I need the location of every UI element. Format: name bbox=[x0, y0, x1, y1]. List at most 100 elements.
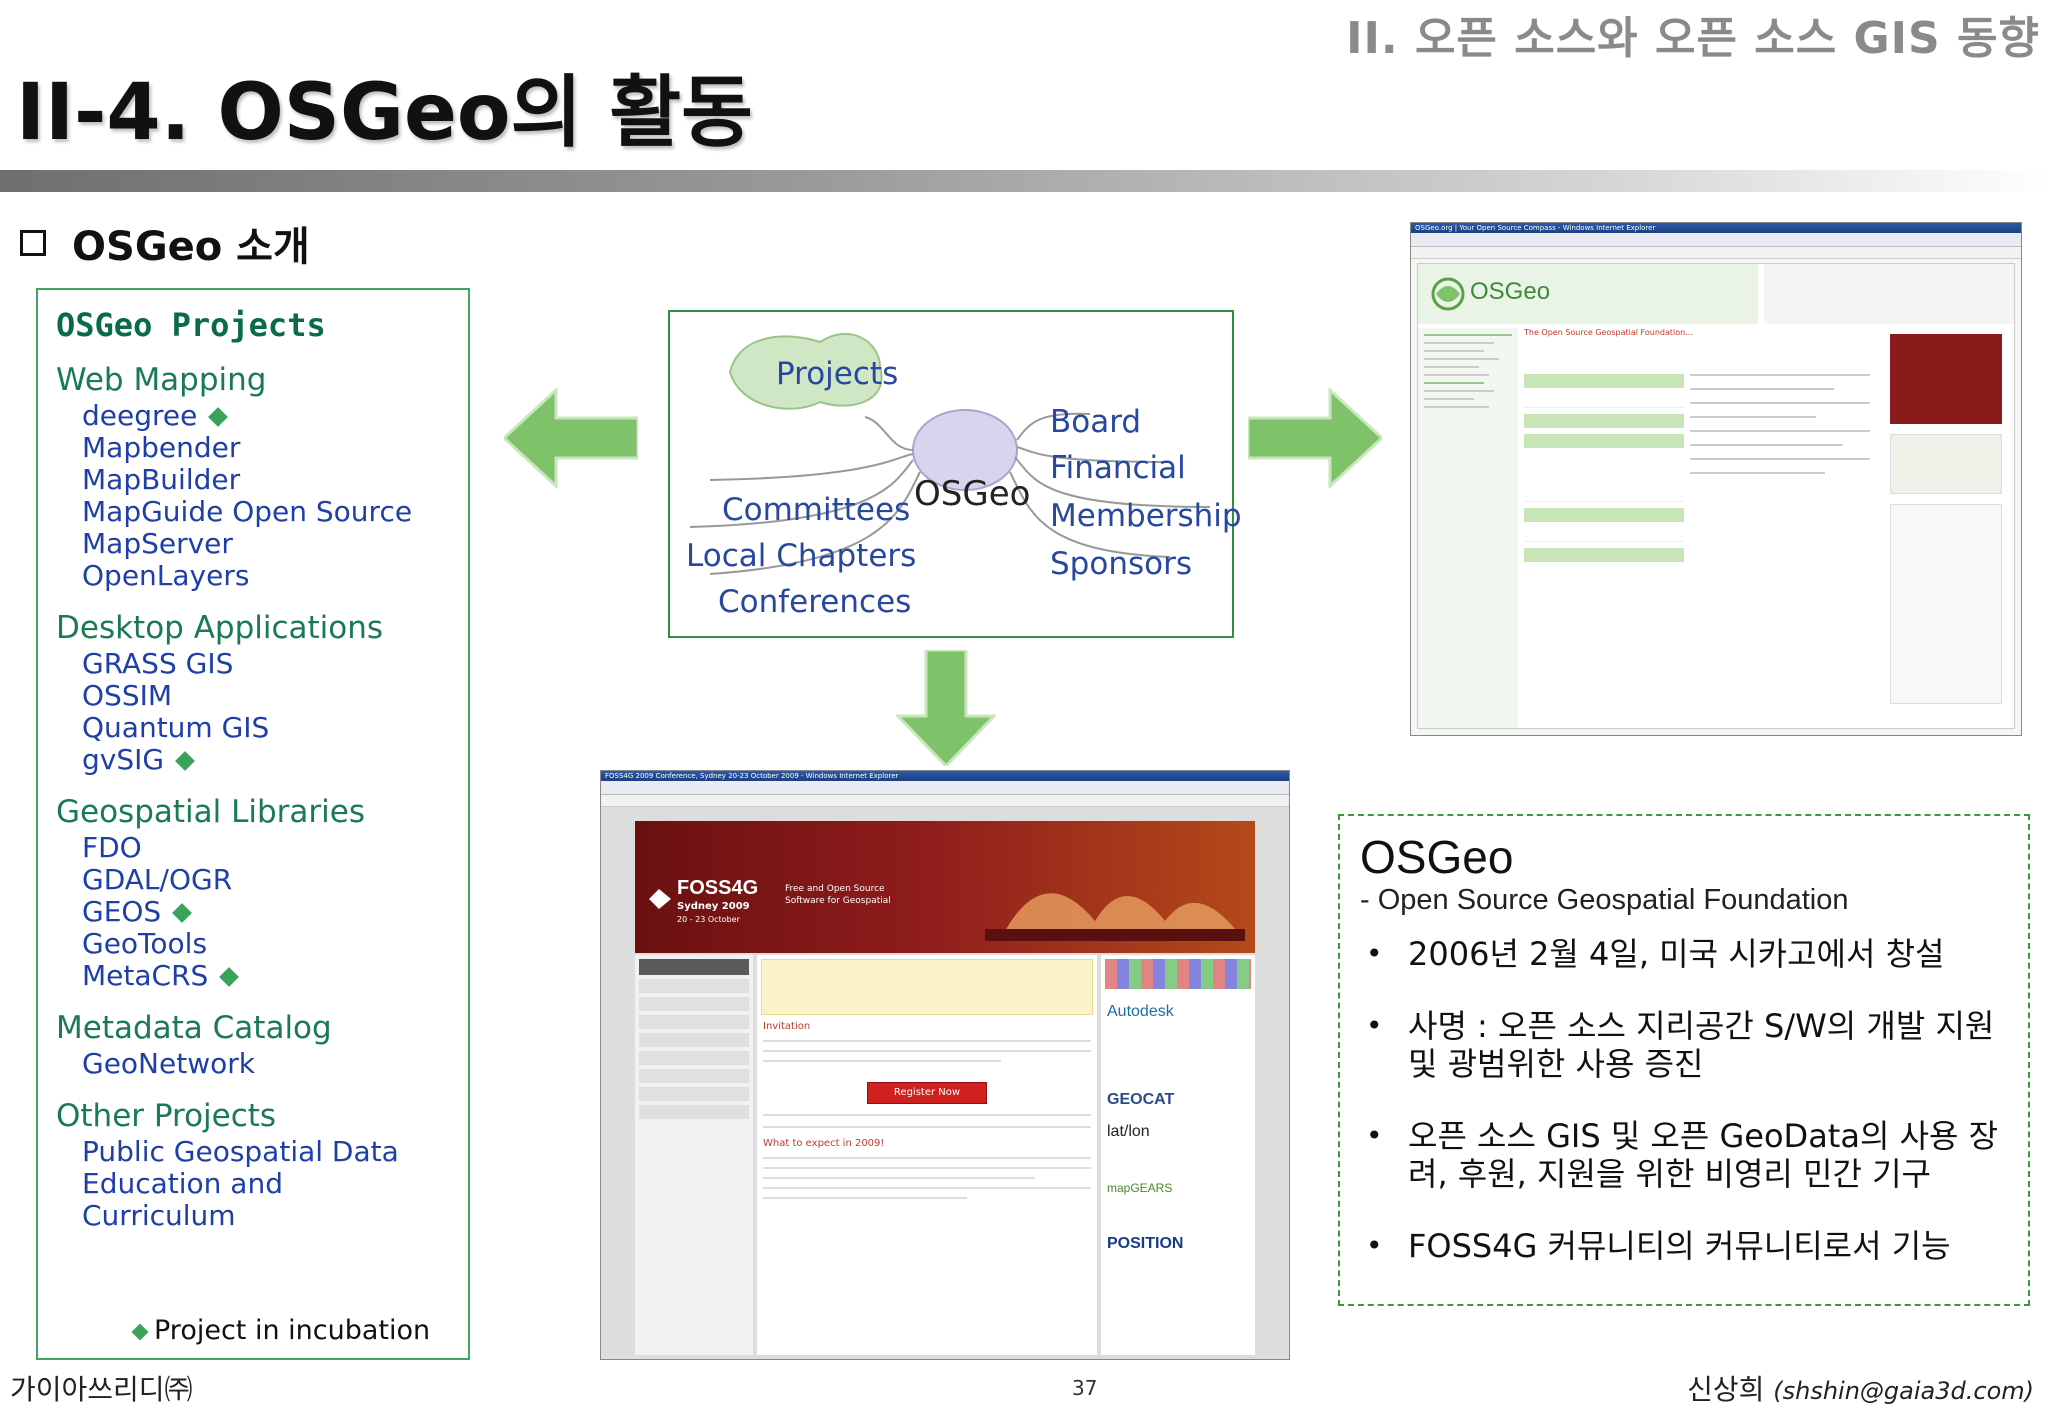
project-item[interactable]: OpenLayers bbox=[82, 559, 250, 592]
project-item[interactable]: Mapbender bbox=[82, 431, 241, 464]
project-item[interactable]: MapServer bbox=[82, 527, 233, 560]
mindmap-node-projects: Projects bbox=[776, 356, 899, 392]
sydney-opera-house-image bbox=[985, 893, 1245, 941]
incubation-diamond-icon bbox=[172, 903, 193, 923]
project-item[interactable]: MetaCRS bbox=[56, 960, 450, 992]
osgeo-page-body: OSGeo The Open Source Geospatial Foundat… bbox=[1417, 263, 2015, 729]
project-item[interactable]: gvSIG bbox=[56, 744, 450, 776]
slide-subtitle: II. 오픈 소스와 오픈 소스 GIS 동향 bbox=[1346, 13, 2040, 64]
author-name: 신상희 bbox=[1687, 1373, 1765, 1406]
project-item[interactable]: GeoTools bbox=[82, 927, 208, 960]
project-item[interactable]: GeoNetwork bbox=[82, 1047, 255, 1080]
foss4g-main-content: Invitation Register Now What to expect i… bbox=[757, 955, 1097, 1355]
foss4g-logo-icon bbox=[649, 889, 671, 909]
register-now-button[interactable]: Register Now bbox=[867, 1082, 987, 1104]
project-category: Desktop Applications bbox=[56, 610, 384, 646]
browser-favorites-bar bbox=[1411, 247, 2021, 259]
osgeo-page-heading: The Open Source Geospatial Foundation... bbox=[1524, 328, 1693, 337]
osgeo-page-header: OSGeo bbox=[1418, 264, 1758, 324]
mindmap-node-right: Financial bbox=[1050, 450, 1186, 486]
page-number: 37 bbox=[1072, 1376, 1098, 1400]
info-bullet: FOSS4G 커뮤니티의 커뮤니티로서 기능 bbox=[1360, 1227, 2008, 1265]
arrow-down-icon bbox=[896, 650, 996, 766]
foss4g-banner-dates: 20 - 23 October bbox=[677, 915, 740, 924]
project-item[interactable]: Public Geospatial Data bbox=[82, 1135, 399, 1168]
footer-author: 신상희 (shshin@gaia3d.com) bbox=[1687, 1368, 2034, 1408]
author-email: (shshin@gaia3d.com) bbox=[1773, 1377, 2034, 1405]
osgeo-projects-sidebar bbox=[1890, 504, 2002, 704]
project-name: GEOS bbox=[82, 895, 162, 928]
mindmap-node-right: Membership bbox=[1050, 498, 1242, 534]
mindmap-node-left: Local Chapters bbox=[686, 538, 917, 574]
project-item[interactable]: GRASS GIS bbox=[82, 647, 234, 680]
osgeo-info-box: OSGeo - Open Source Geospatial Foundatio… bbox=[1338, 814, 2030, 1306]
info-bullet: 2006년 2월 4일, 미국 시카고에서 창설 bbox=[1360, 935, 2008, 973]
project-category: Web Mapping bbox=[56, 362, 267, 398]
project-item[interactable]: MapBuilder bbox=[82, 463, 241, 496]
osgeo-support-box bbox=[1890, 434, 2002, 494]
info-bullet: 오픈 소스 GIS 및 오픈 GeoData의 사용 장려, 후원, 지원을 위… bbox=[1360, 1117, 2008, 1193]
mindmap-node-left: Conferences bbox=[718, 584, 912, 620]
info-bullet: 사명 : 오픈 소스 지리공간 S/W의 개발 지원 및 광범위한 사용 증진 bbox=[1360, 1007, 2008, 1083]
sponsor-logo-position: POSITION bbox=[1107, 1235, 1184, 1252]
sponsor-logo-autodesk: Autodesk bbox=[1107, 1003, 1174, 1020]
browser-address-bar bbox=[1411, 233, 2021, 247]
info-subtitle: - Open Source Geospatial Foundation bbox=[1360, 884, 1849, 916]
incubation-legend-text: Project in incubation bbox=[154, 1315, 431, 1346]
footer-company: 가이아쓰리디㈜ bbox=[10, 1373, 193, 1406]
project-item[interactable]: MapGuide Open Source bbox=[82, 495, 413, 528]
project-item[interactable]: Curriculum bbox=[82, 1199, 236, 1232]
arrow-left-icon bbox=[504, 388, 638, 488]
foss4g-banner-title: FOSS4G bbox=[677, 877, 759, 899]
browser-title-bar: FOSS4G 2009 Conference, Sydney 20-23 Oct… bbox=[601, 771, 1289, 781]
project-name: deegree bbox=[82, 399, 198, 432]
project-category: Geospatial Libraries bbox=[56, 794, 366, 830]
project-item[interactable]: Education and bbox=[82, 1167, 283, 1200]
header-divider bbox=[0, 170, 2048, 192]
osgeo-news-column bbox=[1524, 344, 1684, 724]
foss4g-banner: FOSS4G Sydney 2009 20 - 23 October Free … bbox=[635, 821, 1255, 953]
osgeo-foss4g-banner bbox=[1890, 334, 2002, 424]
section-heading: OSGeo 소개 bbox=[20, 214, 310, 272]
foss4g-expect-heading: What to expect in 2009! bbox=[763, 1138, 885, 1149]
osgeo-blogs-column bbox=[1690, 374, 1870, 634]
info-bullet-list: 2006년 2월 4일, 미국 시카고에서 창설 사명 : 오픈 소스 지리공간… bbox=[1360, 935, 2008, 1265]
sponsor-logo-geocat: GEOCAT bbox=[1107, 1091, 1175, 1108]
arrow-right-icon bbox=[1248, 388, 1382, 488]
info-title: OSGeo bbox=[1360, 831, 1514, 883]
project-group-libraries: Geospatial Libraries FDO GDAL/OGR GEOS G… bbox=[56, 794, 450, 992]
osgeo-logo-text: OSGeo bbox=[1470, 278, 1551, 305]
project-name: MetaCRS bbox=[82, 959, 209, 992]
incubation-legend: Project in incubation bbox=[131, 1315, 431, 1346]
osgeo-mindmap: Projects OSGeo Committees Local Chapters… bbox=[668, 310, 1242, 638]
osgeo-website-screenshot: OSGeo.org | Your Open Source Compass - W… bbox=[1410, 222, 2022, 736]
project-group-web-mapping: Web Mapping deegree Mapbender MapBuilder… bbox=[56, 362, 450, 592]
project-item[interactable]: OSSIM bbox=[82, 679, 173, 712]
project-item[interactable]: GDAL/OGR bbox=[82, 863, 233, 896]
osgeo-header-right bbox=[1764, 264, 2014, 324]
project-item[interactable]: FDO bbox=[82, 831, 142, 864]
project-group-desktop: Desktop Applications GRASS GIS OSSIM Qua… bbox=[56, 610, 450, 776]
incubation-diamond-icon bbox=[131, 1323, 149, 1340]
foss4g-banner-tagline: Free and Open Source Software for Geospa… bbox=[785, 884, 891, 906]
section-heading-text: OSGeo 소개 bbox=[72, 224, 310, 270]
foss4g-announcement bbox=[761, 959, 1093, 1015]
mindmap-node-center: OSGeo bbox=[914, 474, 1031, 514]
project-group-metadata: Metadata Catalog GeoNetwork bbox=[56, 1010, 450, 1080]
project-item[interactable]: Quantum GIS bbox=[82, 711, 270, 744]
project-name: gvSIG bbox=[82, 743, 165, 776]
project-item[interactable]: deegree bbox=[56, 400, 450, 432]
mindmap-lines bbox=[689, 332, 1211, 575]
projects-panel-title: OSGeo Projects bbox=[56, 306, 326, 344]
foss4g-sponsors-column: Autodesk GEOCAT lat/lon mapGEARS POSITIO… bbox=[1101, 955, 1255, 1355]
mindmap-node-right: Board bbox=[1050, 404, 1142, 440]
language-flags bbox=[1105, 959, 1251, 989]
project-item[interactable]: GEOS bbox=[56, 896, 450, 928]
foss4g-left-nav bbox=[635, 955, 753, 1355]
mindmap-node-right: Sponsors bbox=[1050, 546, 1192, 582]
checkbox-bullet-icon bbox=[20, 230, 46, 256]
browser-title-bar: OSGeo.org | Your Open Source Compass - W… bbox=[1411, 223, 2021, 233]
slide-title: II-4. OSGeo의 활동 bbox=[16, 68, 753, 158]
incubation-diamond-icon bbox=[175, 751, 195, 771]
foss4g-invitation-heading: Invitation bbox=[763, 1021, 811, 1032]
